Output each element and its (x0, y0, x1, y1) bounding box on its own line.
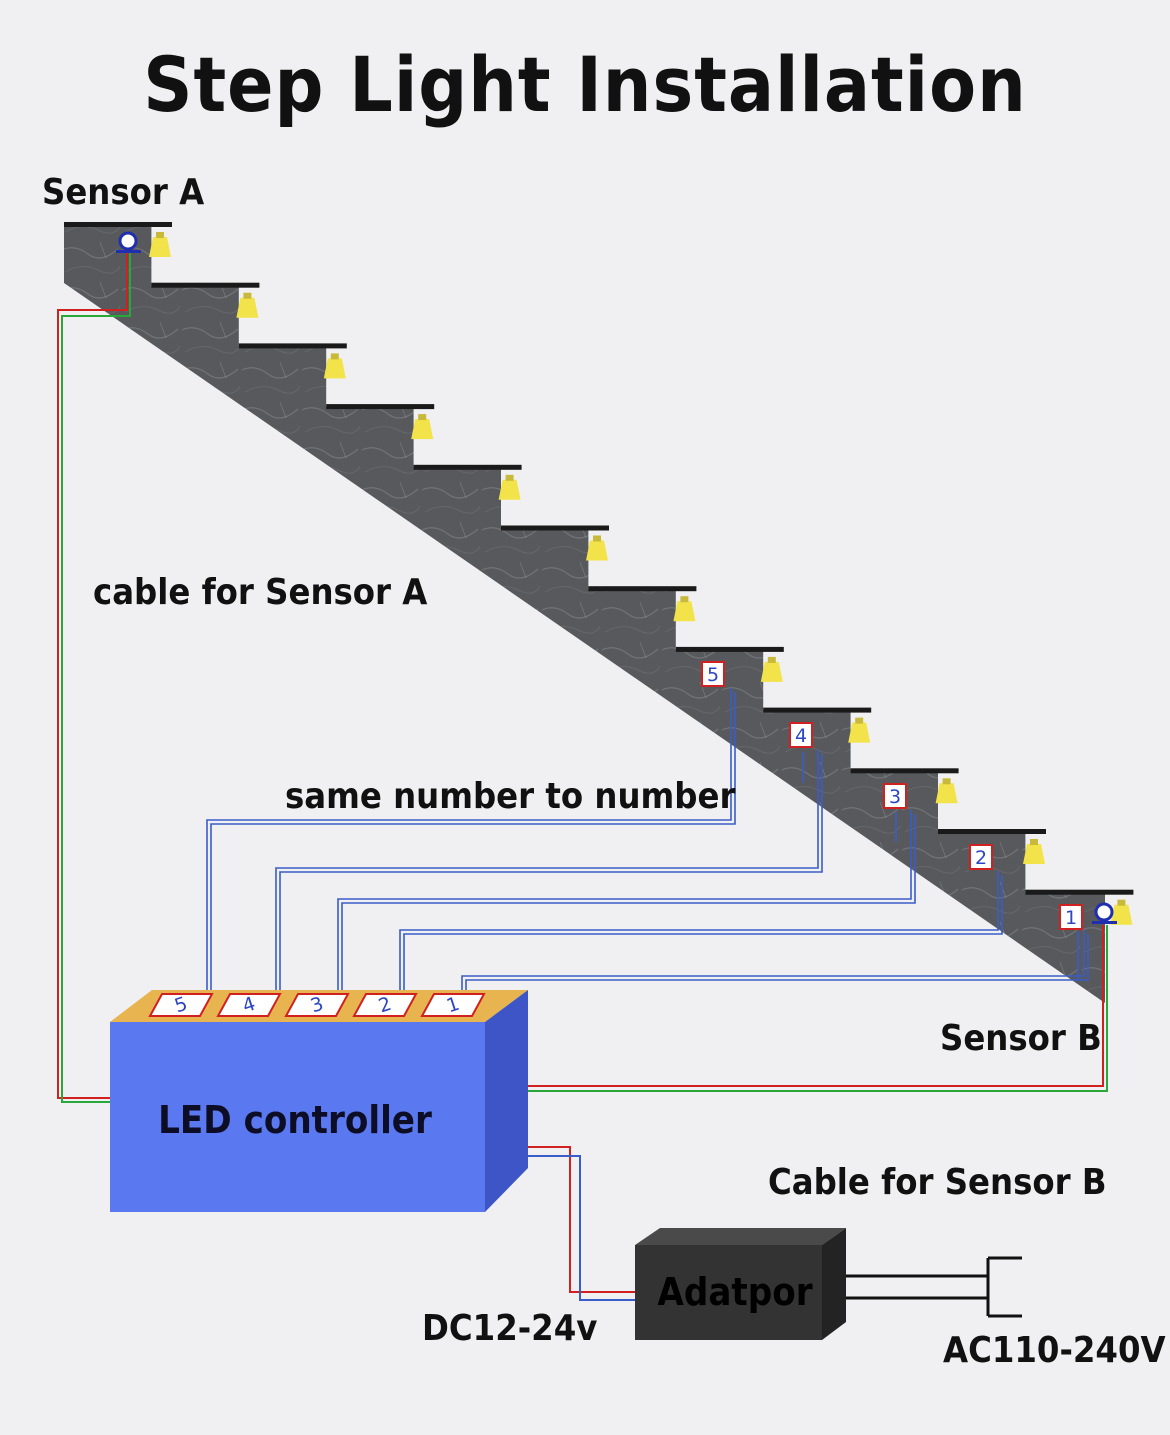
staircase (64, 225, 1105, 1003)
signal-wire (279, 754, 823, 997)
step-lamps (149, 232, 1133, 925)
step-lamp-icon (1023, 844, 1045, 864)
signal-wires (206, 688, 1089, 997)
step-edge (151, 282, 260, 288)
controller-port (420, 993, 486, 1017)
led-controller-label: LED controller (158, 1098, 432, 1142)
dc-power-cable (528, 1146, 640, 1301)
lamp-cap (680, 596, 689, 603)
sensor-a-cable (57, 250, 131, 1103)
controller-port (352, 993, 418, 1017)
page-title: Step Light Installation (143, 40, 1027, 129)
signal-wire (337, 810, 912, 993)
sensor-b-label: Sensor B (940, 1018, 1102, 1059)
step-edge (938, 829, 1046, 834)
step-edge (1025, 889, 1134, 895)
step-lamp-icon (498, 479, 521, 500)
signal-wire (461, 930, 1085, 993)
sensor-a-icon (116, 231, 141, 253)
step-edge (238, 343, 347, 349)
step-edge (326, 404, 435, 410)
stair-tag-box (969, 844, 993, 870)
dc-voltage-label: DC12-24v (422, 1308, 598, 1349)
power-adapter (635, 1228, 846, 1340)
step-lamp-icon (236, 297, 259, 318)
step-edge (763, 707, 872, 713)
step-edge (413, 464, 522, 470)
stair-tag-box (883, 783, 907, 809)
step-edge (675, 646, 784, 652)
step-lamp-icon (935, 783, 958, 804)
step-edge (588, 586, 697, 592)
step-edge (501, 525, 609, 531)
lamp-cap (330, 353, 339, 360)
stair-tag-number: 5 (707, 664, 719, 686)
lamp-cap (418, 414, 427, 421)
step-edges (64, 222, 1134, 895)
adapter-label: Adatpor (657, 1270, 813, 1314)
step-lamp-icon (1110, 904, 1133, 925)
lamp-cap (767, 656, 776, 663)
lamp-cap (505, 474, 514, 481)
stair-tag-number: 2 (975, 847, 987, 869)
stair-number-tags: 5 4 3 2 1 (701, 661, 1083, 930)
stair-tag-number: 1 (1065, 907, 1077, 929)
step-lamp-icon (848, 722, 871, 743)
stair-body-shape (64, 225, 1105, 1003)
signal-wire (275, 750, 819, 993)
lamp-cap (1117, 899, 1126, 906)
stair-tag-number: 3 (889, 786, 901, 808)
lamp-cap (855, 717, 864, 724)
signal-wire (210, 692, 736, 997)
sensor-b-cable (528, 925, 1108, 1092)
lamp-cap (593, 535, 601, 542)
step-lamp-icon (323, 358, 346, 379)
stair-tag-box (701, 661, 725, 687)
step-edge (850, 768, 959, 774)
controller-port (284, 993, 350, 1017)
stair-tag-number: 4 (795, 725, 807, 747)
lamp-cap (1030, 839, 1038, 845)
signal-wire (206, 688, 732, 993)
step-lamp-icon (760, 661, 783, 682)
step-edge (64, 222, 172, 227)
sensor-a-label: Sensor A (42, 172, 205, 213)
signal-wire (465, 934, 1089, 997)
lamp-cap (243, 292, 252, 299)
lamp-cap (156, 232, 164, 238)
step-lamp-icon (411, 419, 434, 440)
ac-plug-icon (846, 1256, 1022, 1318)
sensor-b-icon (1092, 902, 1117, 924)
signal-wire (403, 875, 1003, 997)
cable-sensor-b-label: Cable for Sensor B (768, 1162, 1107, 1203)
signal-wire (399, 871, 999, 993)
controller-port (148, 993, 214, 1017)
ac-voltage-label: AC110-240V (943, 1330, 1166, 1371)
step-lamp-icon (673, 601, 696, 622)
controller-port (216, 993, 282, 1017)
cable-sensor-a-label: cable for Sensor A (93, 572, 428, 613)
stair-tag-box (1059, 904, 1083, 930)
step-lamp-icon (149, 237, 171, 257)
same-number-label: same number to number (285, 776, 736, 817)
signal-wire (341, 814, 916, 997)
step-lamp-icon (586, 540, 608, 561)
lamp-cap (942, 778, 951, 785)
stair-tag-box (789, 722, 813, 748)
